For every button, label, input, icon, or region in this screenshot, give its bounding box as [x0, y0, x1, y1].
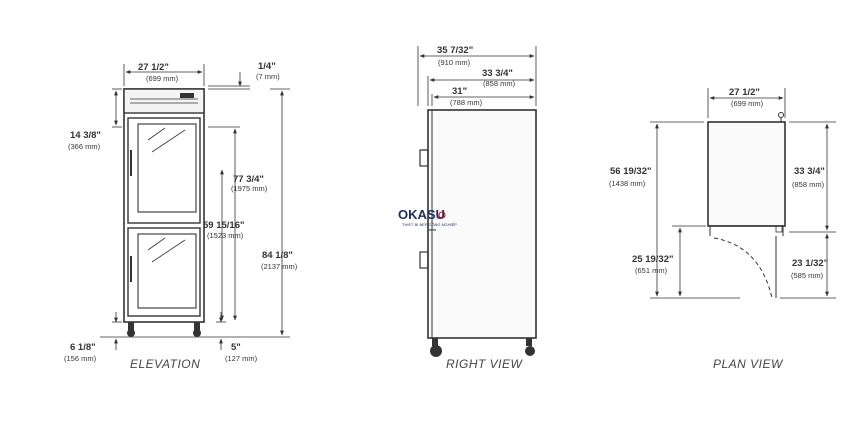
elevation-view [123, 88, 205, 337]
plan-depth-metric: (858 mm) [792, 180, 825, 189]
lower-glass [137, 233, 197, 309]
plan-width-metric: (699 mm) [731, 99, 764, 108]
door-swing-arc [713, 237, 773, 299]
watermark-brand: OKASU [398, 207, 445, 222]
caption-right-view: RIGHT VIEW [446, 357, 524, 371]
right-cabinet-depth-imperial: 31" [452, 86, 467, 97]
elev-door-height-metric: (1975 mm) [231, 184, 268, 193]
control-panel [180, 93, 194, 98]
right-caster-back [525, 346, 535, 356]
plan-total-depth-imperial: 56 19/32" [610, 166, 651, 177]
plan-view [707, 112, 786, 299]
right-overall-depth-imperial: 35 7/32" [437, 45, 473, 56]
lower-door [127, 227, 201, 317]
elev-width-metric: (699 mm) [146, 74, 179, 83]
elev-top-gap-imperial: 1/4" [258, 61, 276, 72]
plan-clearance-imperial: 23 1/32" [792, 258, 828, 269]
elevation-dimensions [100, 64, 290, 350]
elev-upper-offset-metric: (366 mm) [68, 142, 101, 151]
elev-mid-height-metric: (1523 mm) [207, 231, 244, 240]
okasu-watermark: OKASU THIẾT BỊ BẾP CÔNG NGHIỆP [398, 207, 457, 227]
elev-mid-height-imperial: 59 15/16" [203, 220, 244, 231]
elev-door-height-imperial: 77 3/4" [233, 174, 264, 185]
caster-left [127, 329, 135, 337]
right-dimensions [417, 46, 537, 106]
caster-right [193, 329, 201, 337]
elev-caster-imperial: 5" [231, 342, 241, 353]
elev-width-imperial: 27 1/2" [138, 62, 169, 73]
right-body-depth-metric: (858 mm) [483, 79, 516, 88]
caption-elevation: ELEVATION [130, 357, 200, 371]
elev-total-height-imperial: 84 1/8" [262, 250, 293, 261]
plan-width-imperial: 27 1/2" [729, 87, 760, 98]
plan-dimensions [650, 88, 836, 299]
upper-door [127, 117, 201, 224]
plan-clearance-metric: (585 mm) [791, 271, 824, 280]
plan-depth-imperial: 33 3/4" [794, 166, 825, 177]
elev-top-gap-metric: (7 mm) [256, 72, 280, 81]
right-body-depth-imperial: 33 3/4" [482, 68, 513, 79]
watermark-tagline: THIẾT BỊ BẾP CÔNG NGHIỆP [402, 222, 457, 227]
elev-leg-imperial: 6 1/8" [70, 342, 96, 353]
right-cabinet-depth-metric: (788 mm) [450, 98, 483, 107]
plan-cabinet [707, 121, 786, 227]
plan-door-swing-metric: (651 mm) [635, 266, 668, 275]
plan-door-swing-imperial: 25 19/32" [632, 254, 673, 265]
upper-glass [137, 123, 197, 213]
watermark-logo [438, 211, 446, 219]
elev-total-height-metric: (2137 mm) [261, 262, 298, 271]
right-handle-upper [419, 149, 429, 167]
right-caster-front [430, 345, 442, 357]
right-cabinet [427, 109, 537, 339]
plan-total-depth-metric: (1438 mm) [609, 179, 646, 188]
elevation-header [123, 88, 205, 114]
right-overall-depth-metric: (910 mm) [438, 58, 471, 67]
right-handle-lower [419, 251, 429, 269]
elev-upper-offset-imperial: 14 3/8" [70, 130, 101, 141]
plan-probe [778, 112, 784, 118]
caption-plan-view: PLAN VIEW [713, 357, 784, 371]
elev-leg-metric: (156 mm) [64, 354, 97, 363]
right-view [419, 109, 537, 357]
elev-caster-metric: (127 mm) [225, 354, 258, 363]
